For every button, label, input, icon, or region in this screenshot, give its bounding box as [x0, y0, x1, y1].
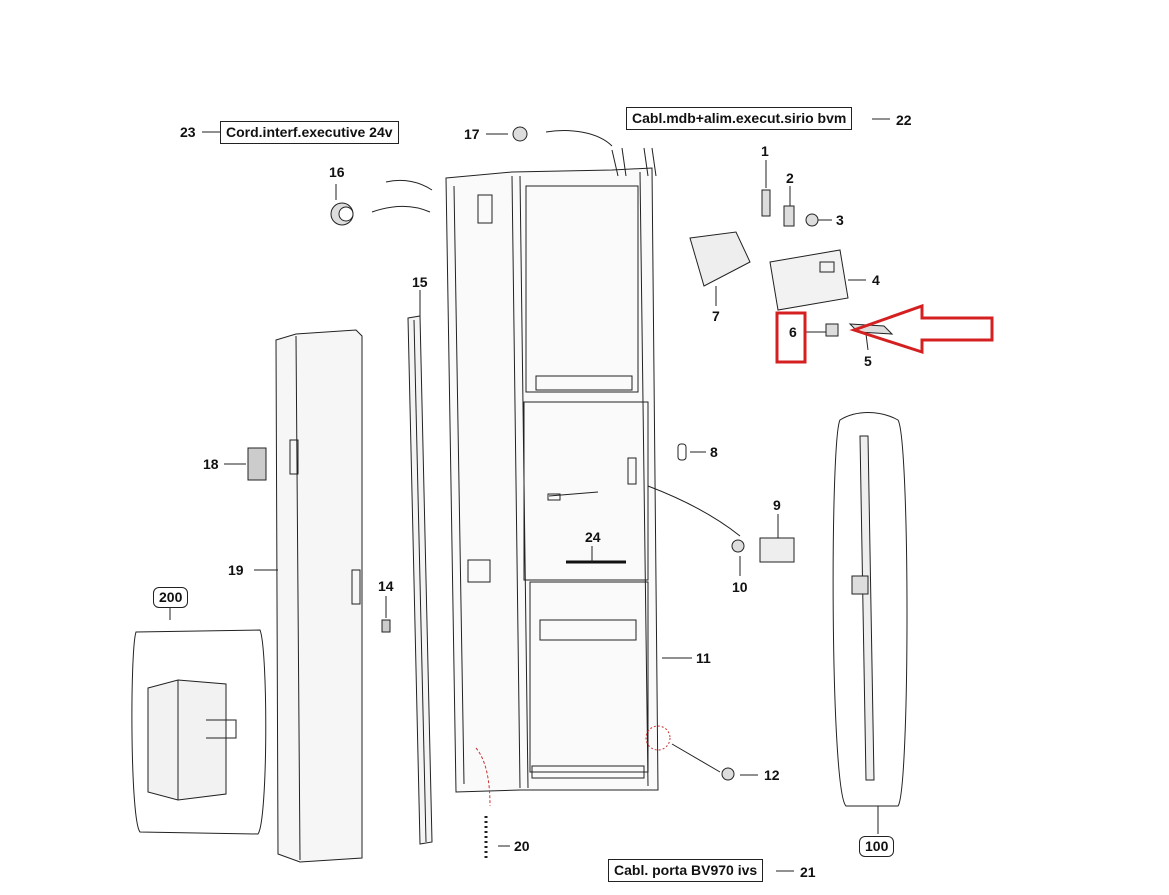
cable-label-22: Cabl.mdb+alim.execut.sirio bvm	[626, 107, 853, 130]
part-number-18: 18	[203, 456, 219, 472]
part-number-3: 3	[836, 212, 844, 228]
part-number-8: 8	[710, 444, 718, 460]
red-highlight-box	[775, 311, 807, 364]
part-number-5: 5	[864, 353, 872, 369]
door-strip-100	[832, 412, 908, 807]
part-number-4: 4	[872, 272, 880, 288]
cable-label-21: Cabl. porta BV970 ivs	[608, 859, 764, 882]
part-number-9: 9	[773, 497, 781, 513]
part-number-11: 11	[696, 650, 711, 666]
red-arrow-icon	[849, 303, 994, 355]
part-number-7: 7	[712, 308, 720, 324]
part-number-10: 10	[732, 579, 748, 595]
part-number-24: 24	[585, 529, 601, 545]
part-number-23: 23	[180, 124, 196, 140]
part-number-19: 19	[228, 562, 244, 578]
part-number-1: 1	[761, 143, 769, 159]
part-number-14: 14	[378, 578, 394, 594]
part-number-15: 15	[412, 274, 428, 290]
part-number-17: 17	[464, 126, 480, 142]
side-strip	[407, 315, 433, 845]
part-number-12: 12	[764, 767, 780, 783]
part-drawings	[247, 126, 894, 858]
part-number-22: 22	[896, 112, 912, 128]
box-200-detail	[131, 629, 267, 835]
part-number-2: 2	[786, 170, 794, 186]
part-number-100: 100	[859, 836, 895, 857]
cable-label-23: Cord.interf.executive 24v	[220, 121, 399, 144]
part-number-6: 6	[789, 324, 797, 340]
part-number-16: 16	[329, 164, 345, 180]
leader-lines	[169, 118, 890, 872]
part-number-21: 21	[800, 864, 816, 880]
door-panel	[445, 147, 721, 807]
part-number-200: 200	[153, 587, 189, 608]
part-number-20: 20	[514, 838, 530, 854]
cover-column	[275, 329, 363, 863]
